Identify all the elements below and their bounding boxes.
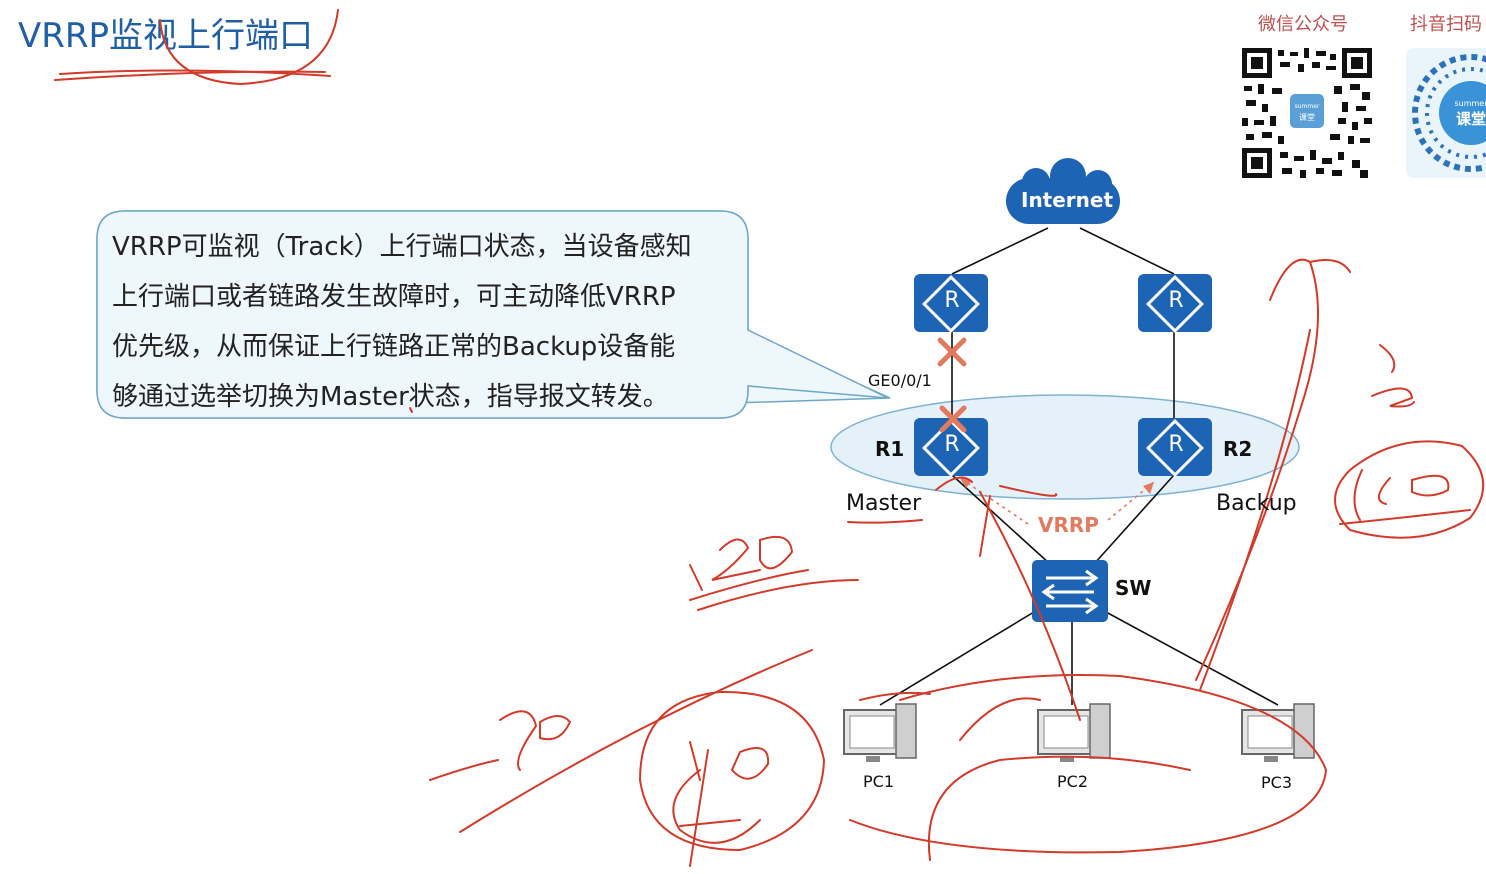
interface-label: GE0/0/1 [868, 371, 932, 390]
callout-line-3: 优先级，从而保证上行链路正常的Backup设备能 [112, 332, 676, 362]
pc1-label: PC1 [863, 772, 894, 791]
callout-shape [96, 210, 889, 419]
pc2-label: PC2 [1057, 772, 1088, 791]
callout-text: VRRP可监视（Track）上行端口状态，当设备感知 上行端口或者链路发生故障时… [112, 222, 752, 422]
douyin-qr-code: summer 课堂 [1406, 48, 1486, 178]
vrrp-arrow-head-right [1143, 482, 1154, 494]
wechat-qr-code: summer 课堂 [1242, 48, 1372, 178]
failure-marks [937, 337, 967, 433]
handwritten-annotations [54, 9, 1485, 867]
internet-cloud [1006, 158, 1120, 224]
wechat-label: 微信公众号 [1258, 14, 1348, 35]
vrrp-label: VRRP [1038, 513, 1099, 537]
pc2-icon [1037, 703, 1111, 762]
douyin-label: 抖音扫码 [1410, 14, 1482, 35]
r2-label: R2 [1223, 437, 1253, 461]
master-label: Master [846, 491, 922, 516]
router-r2 [1138, 418, 1212, 477]
pc1-icon [843, 703, 917, 762]
backup-label: Backup [1216, 491, 1297, 516]
router-r1 [914, 418, 988, 477]
callout-line-4: 够通过选举切换为Master状态，指导报文转发。 [112, 382, 669, 412]
callout-line-2: 上行端口或者链路发生故障时，可主动降低VRRP [112, 282, 676, 312]
r1-label: R1 [875, 437, 905, 461]
network-links [879, 227, 1279, 706]
switch-sw [1032, 560, 1108, 622]
qr-logo-top: summer [1295, 103, 1320, 110]
router-top-left [914, 274, 988, 333]
callout-line-1: VRRP可监视（Track）上行端口状态，当设备感知 [112, 232, 692, 262]
router-r2-glyph: R [1168, 432, 1184, 457]
router-top-right-glyph: R [1168, 288, 1184, 313]
pc3-icon [1241, 703, 1315, 762]
internet-label: Internet [1021, 188, 1114, 212]
douyin-logo-top: summer [1454, 99, 1486, 108]
douyin-logo-bottom: 课堂 [1456, 110, 1486, 128]
pc3-label: PC3 [1261, 773, 1292, 792]
page-title: VRRP监视上行端口 [18, 16, 314, 56]
router-r1-glyph: R [944, 432, 960, 457]
qr-logo-bottom: 课堂 [1299, 112, 1315, 122]
router-top-right [1138, 274, 1212, 333]
sw-label: SW [1115, 576, 1152, 600]
router-top-left-glyph: R [944, 288, 960, 313]
